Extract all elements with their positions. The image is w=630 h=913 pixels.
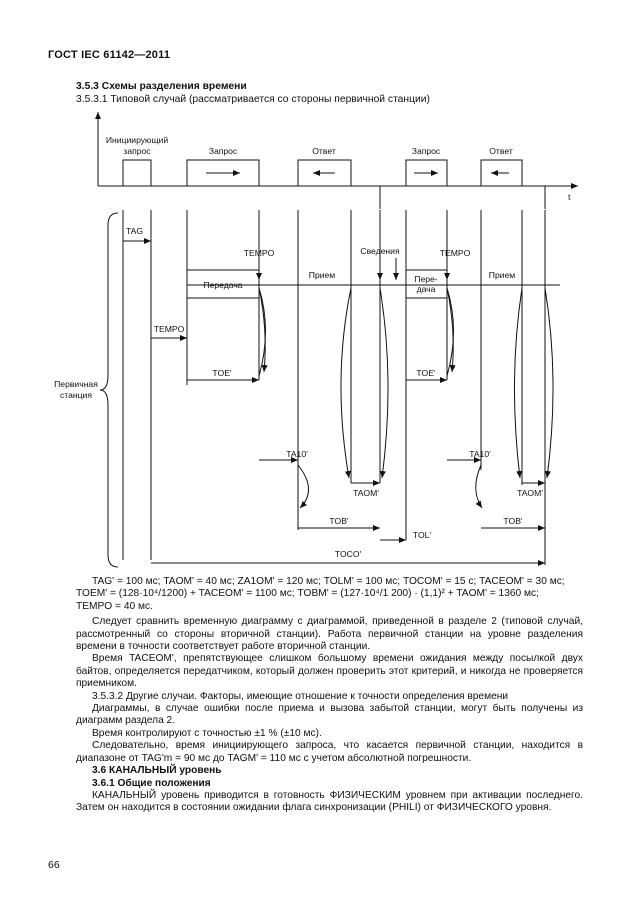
label-priem1: Прием <box>309 270 336 280</box>
paragraph-4: Диаграммы, в случае ошибки после приема … <box>76 703 583 727</box>
timing-diagram: Инициирующий запрос Запрос Ответ Запрос … <box>54 112 578 568</box>
label-tob1: TOB' <box>329 516 349 526</box>
body-text: TAG' = 100 мс; TAOM' = 40 мс; ZA1OM' = 1… <box>76 576 583 815</box>
label-zapros2: Запрос <box>412 146 441 156</box>
paragraph-3: 3.5.3.2 Другие случаи. Факторы, имеющие … <box>92 690 509 702</box>
label-toe2: TOE' <box>416 368 436 378</box>
frame-otvet2 <box>480 159 523 187</box>
label-taom1: TAOM' <box>353 488 379 498</box>
label-tempo3: TEMPO <box>154 324 185 334</box>
frame-init <box>122 159 152 187</box>
label-init-2: запрос <box>123 146 151 156</box>
label-tempo2: TEMPO <box>440 248 471 258</box>
label-peredacha1: Передача <box>203 280 242 290</box>
station-brace <box>99 212 119 568</box>
label-otvet1: Ответ <box>312 146 336 156</box>
formula-line-2: TOEM' = (128·10⁴/1200) + TACEOM' = 1100 … <box>76 588 539 600</box>
page-number: 66 <box>48 859 60 871</box>
label-toe1: TOE' <box>212 368 232 378</box>
label-taom2: TAOM' <box>517 488 543 498</box>
paragraph-2: Время TACEOM', препятствующее слишком бо… <box>76 653 583 690</box>
frame-zapros2 <box>405 159 448 187</box>
heading-3-6-1: 3.6.1 Общие положения <box>92 777 211 789</box>
label-tempo1: TEMPO <box>244 248 275 258</box>
label-tag: TAG <box>126 226 143 236</box>
document-header: ГОСТ IEC 61142—2011 <box>48 49 171 61</box>
label-svedenie: Сведения <box>360 246 400 256</box>
label-pere2-2: дача <box>417 284 436 294</box>
formula-line-3: TEMPO = 40 мс. <box>76 600 153 612</box>
label-priem2: Прием <box>489 270 516 280</box>
label-station-1: Первичная <box>54 379 98 389</box>
label-otvet2: Ответ <box>489 146 513 156</box>
label-tob2: TOB' <box>503 516 523 526</box>
formula-line-1: TAG' = 100 мс; TAOM' = 40 мс; ZA1OM' = 1… <box>92 576 565 587</box>
paragraph-1: Следует сравнить временную диаграмму с д… <box>76 616 583 653</box>
label-pere2-1: Пере- <box>414 274 438 284</box>
label-init-1: Инициирующий <box>106 135 169 145</box>
paragraph-6: Следовательно, время инициирующего запро… <box>76 740 583 764</box>
label-tol: TOL' <box>413 530 432 540</box>
frame-zapros1 <box>186 159 260 187</box>
label-station-2: станция <box>60 390 92 400</box>
label-ta10-2: TA10' <box>469 449 491 459</box>
label-ta10-1: TA10' <box>286 449 308 459</box>
heading-3-6: 3.6 КАНАЛЬНЫЙ уровень <box>92 765 222 777</box>
paragraph-5: Время контролируют с точностью ±1 % (±10… <box>92 727 322 739</box>
label-zapros1: Запрос <box>209 146 238 156</box>
paragraph-7: КАНАЛЬНЫЙ уровень приводится в готовност… <box>76 789 583 814</box>
label-t: t <box>568 192 571 202</box>
label-toco: TOCO' <box>335 549 362 559</box>
frame-otvet1 <box>297 159 352 187</box>
section-subheading: 3.5.3.1 Типовой случай (рассматривается … <box>76 94 430 105</box>
section-heading: 3.5.3 Схемы разделения времени <box>76 81 247 92</box>
